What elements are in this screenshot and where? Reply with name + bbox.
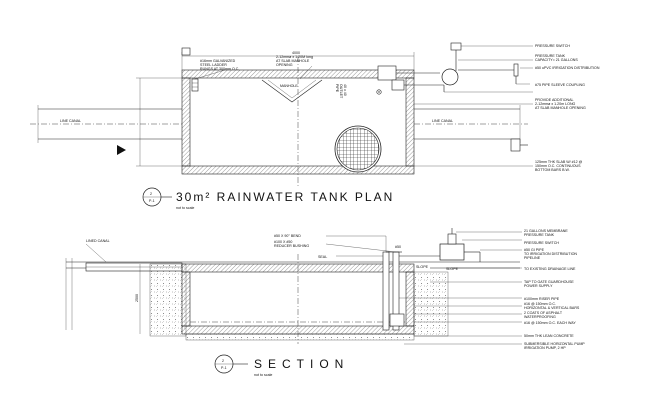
ladder-label: #16mm GALVANIZED STEEL LADDER RUNGS AT 3… xyxy=(200,59,239,71)
canal-left-label: LINE CANAL xyxy=(60,119,81,123)
manhole: MANHOLE 2-12mmø x 1.20M long AT SLAB MAN… xyxy=(261,55,323,103)
plan-slab-label: 125mm THK SLAB W/ #12 @ 150mm O.C. CONTI… xyxy=(535,160,583,172)
plan-ref-bottom: P-1 xyxy=(149,199,155,203)
plan-irrigation-label: #50 uPVC IRRIGATION DISTRIBUTION xyxy=(535,66,600,70)
pressure-switch-symbol xyxy=(450,42,462,51)
section-title: SECTION xyxy=(254,357,349,371)
gi-pipe-label: #50 GI PIPE TO IRRIGATION DISTRIBUTION P… xyxy=(524,248,578,260)
slope-label: SLOPE xyxy=(446,267,459,271)
asphalt-label: 2 COATS OF ASPHALT WATERPROOFING xyxy=(524,311,563,319)
plan-scale-note: not to scale xyxy=(176,206,194,210)
section-pressure-tank: SLOPE SLOPE xyxy=(399,228,481,271)
drainage-label: TO EXISTING DRAINAGE LINE xyxy=(524,267,576,271)
soil-right xyxy=(413,271,449,337)
section-scale-note: not to scale xyxy=(254,373,272,377)
reducer-label: #100 X #50 REDUCER BUSHING xyxy=(274,240,309,248)
section-view: LINED CANAL #50 xyxy=(65,228,586,377)
each-way-label: #16 @ 150mm O.C. EACH WAY xyxy=(524,321,576,325)
plan-dimension-text: 4000 xyxy=(292,51,300,55)
lined-canal-label: LINED CANAL xyxy=(86,239,110,243)
section-tank-walls xyxy=(181,254,415,344)
section-depth-dimension: 2500 xyxy=(135,294,139,302)
membrane-tank-label: 21 GALLONS MEMBRANE PRESSURE TANK xyxy=(524,229,569,237)
plan-canal-left: LINE CANAL xyxy=(30,105,182,143)
manhole-opening-label: 2-12mmø x 1.20M long AT SLAB MANHOLE OPE… xyxy=(276,55,314,67)
grated-drain xyxy=(334,125,382,173)
pump-equipment xyxy=(377,42,530,152)
bend-label: #50 X 90° BEND xyxy=(274,234,301,238)
manhole-label: MANHOLE xyxy=(280,84,298,88)
plan-additional-bars-label: PROVIDE ADDITIONAL 2-12mmø x 1.20m LONG … xyxy=(535,98,586,110)
seal-label: SEAL xyxy=(318,255,327,259)
section-ref-bottom: P-1 xyxy=(221,366,227,370)
pump-label: SUBMERSIBLE HORIZONTAL PUMP IRRIGATION P… xyxy=(524,342,586,350)
section-pressure-switch-label: PRESSURE SWITCH xyxy=(524,241,559,245)
soil-bottom xyxy=(185,333,415,341)
section-top-callouts: #50 X 90° BEND #100 X #50 REDUCER BUSHIN… xyxy=(274,234,397,259)
canal-right-label: LINE CANAL xyxy=(432,119,453,123)
bars-label: #16 @ 150mm O.C. HORIZONTAL & VERTICAL B… xyxy=(524,302,580,310)
plan-ref-top: 2 xyxy=(150,192,152,196)
plan-view: LINE CANAL LINE CANAL 4000 xyxy=(30,42,600,210)
ladder: #16mm GALVANIZED STEEL LADDER RUNGS AT 3… xyxy=(191,59,239,92)
pressure-tank-symbol xyxy=(441,68,459,86)
plan-title-block: 2 P-1 30m² RAINWATER TANK PLAN not to sc… xyxy=(142,187,394,210)
section-ref-top: 2 xyxy=(222,359,224,363)
section-cut-arrow xyxy=(117,145,126,155)
soil-left xyxy=(149,263,187,337)
slope-label-2: SLOPE xyxy=(416,265,429,269)
column-marker xyxy=(181,47,191,56)
guardhouse-label: TAP TO GATE GUARDHOUSE POWER SUPPLY xyxy=(524,280,575,288)
plan-pressure-tank-label: PRESSURE TANK CAPACITY= 21 GALLONS xyxy=(535,54,578,62)
plan-tank-walls xyxy=(181,56,415,186)
plan-canal-right: LINE CANAL xyxy=(414,105,528,143)
riser-pipes: #50 xyxy=(382,245,405,331)
section-leaders xyxy=(399,231,522,345)
outlet-label: 40 x 40 OUTLET PIPE xyxy=(335,84,347,99)
plan-leaders xyxy=(414,45,533,167)
submersible-pump xyxy=(389,313,405,327)
riser-label: #100mm RISER PIPE xyxy=(524,297,560,301)
plan-title: 30m² RAINWATER TANK PLAN xyxy=(176,190,394,204)
section-title-block: 2 P-1 SECTION not to scale xyxy=(214,354,349,377)
plan-pressure-switch-label: PRESSURE SWITCH xyxy=(535,44,570,48)
plan-dimension: 4000 xyxy=(136,51,415,167)
plan-coupling-label: #75 PIPE SLEEVE COUPLING xyxy=(535,83,585,87)
lean-concrete-label: 50mm THK LEAN CONCRETE xyxy=(524,334,574,338)
pipe-size-label: #50 xyxy=(395,245,401,249)
outlet-pipe: 40 x 40 OUTLET PIPE xyxy=(335,84,382,99)
